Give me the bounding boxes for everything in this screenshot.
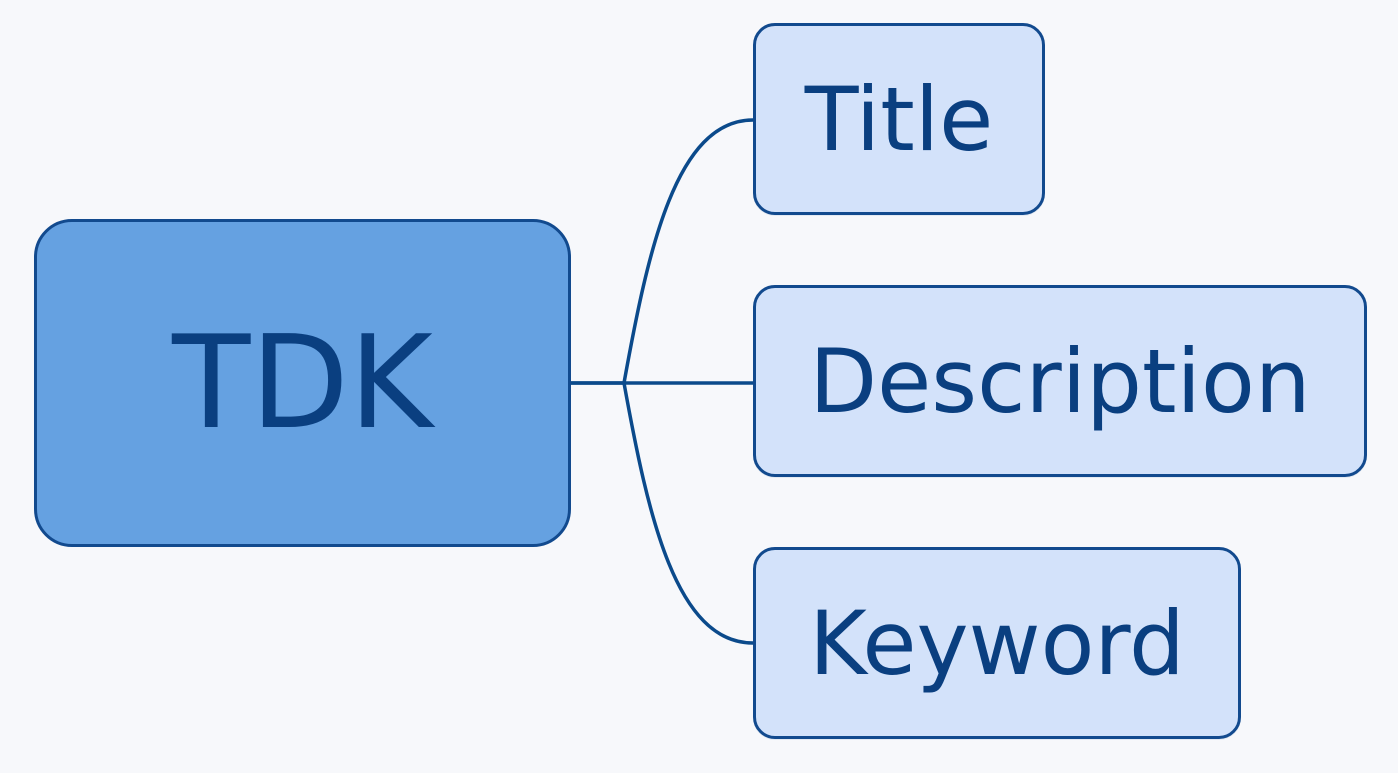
child-node-title-label: Title <box>804 67 994 171</box>
child-node-description-label: Description <box>809 329 1311 433</box>
child-node-keyword: Keyword <box>753 547 1241 739</box>
root-node: TDK <box>34 219 571 547</box>
child-node-description: Description <box>753 285 1367 477</box>
connector-root-to-keyword <box>622 381 755 645</box>
root-node-label: TDK <box>172 308 433 458</box>
connector-root-to-title <box>569 118 755 385</box>
child-node-keyword-label: Keyword <box>809 591 1185 695</box>
child-node-title: Title <box>753 23 1045 215</box>
